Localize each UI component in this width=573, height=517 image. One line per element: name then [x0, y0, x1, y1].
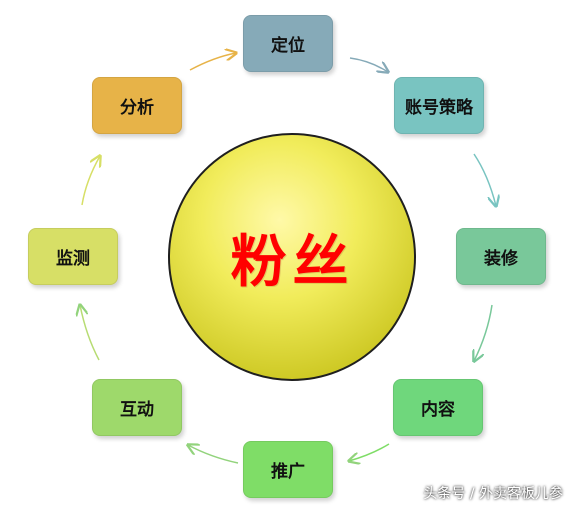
- arrow-promotion-to-interaction: [188, 445, 239, 464]
- node-interaction: 互动: [92, 379, 182, 436]
- center-label: 粉丝: [230, 230, 355, 295]
- node-account-strategy-label: 账号策略: [405, 98, 473, 118]
- node-promotion-label: 推广: [271, 462, 305, 482]
- node-positioning-label: 定位: [271, 36, 305, 56]
- node-positioning: 定位: [243, 15, 333, 72]
- node-analysis-label: 分析: [120, 98, 154, 118]
- arrow-interaction-to-monitoring: [80, 305, 100, 361]
- node-account-strategy: 账号策略: [394, 77, 484, 134]
- node-content-label: 内容: [421, 400, 455, 420]
- node-content: 内容: [393, 379, 483, 436]
- node-monitoring-label: 监测: [56, 249, 90, 269]
- node-analysis: 分析: [92, 77, 182, 134]
- node-decoration-label: 装修: [484, 249, 518, 269]
- arrow-monitoring-to-analysis: [81, 156, 100, 206]
- node-decoration: 装修: [456, 228, 546, 285]
- arrow-analysis-to-positioning: [189, 53, 236, 71]
- arrow-positioning-to-account-strategy: [349, 57, 388, 72]
- node-monitoring: 监测: [28, 228, 118, 285]
- arrow-account-strategy-to-decoration: [473, 153, 496, 206]
- node-promotion: 推广: [243, 441, 333, 498]
- node-interaction-label: 互动: [120, 400, 154, 420]
- watermark-text: 头条号 / 外卖客板儿参: [423, 486, 563, 502]
- arrow-decoration-to-content: [474, 304, 493, 361]
- arrow-content-to-promotion: [349, 443, 390, 461]
- center-circle: [168, 133, 416, 381]
